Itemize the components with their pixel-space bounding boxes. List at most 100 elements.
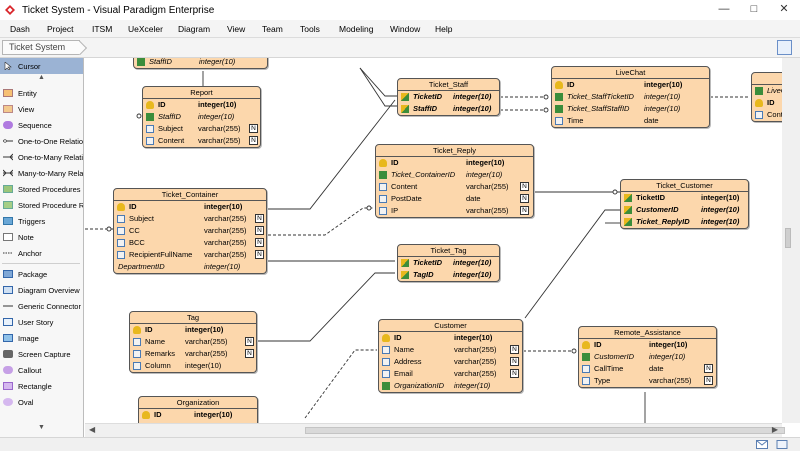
column-ticketid[interactable]: TicketIDinteger(10) [621, 192, 748, 204]
column-cc[interactable]: CCvarchar(255)N [114, 225, 266, 237]
vertical-scroll-thumb[interactable] [785, 228, 791, 248]
entity-livechat[interactable]: LiveChat IDinteger(10) Ticket_StaffTicke… [551, 66, 710, 128]
column-name[interactable]: Namevarchar(255)N [130, 336, 256, 348]
horizontal-scrollbar[interactable]: ◀ ▶ [85, 423, 782, 437]
palette-item-sequence[interactable]: Sequence [0, 117, 84, 133]
column-staffid[interactable]: StaffID integer(10) [134, 58, 267, 68]
scroll-right-icon[interactable]: ▶ [772, 425, 778, 434]
palette-item-rectangle[interactable]: Rectangle [0, 378, 84, 394]
close-button[interactable]: ✕ [776, 2, 792, 16]
diagram-layout-button[interactable] [777, 40, 792, 55]
mail-icon[interactable] [756, 440, 768, 449]
palette-item-oval[interactable]: Oval [0, 394, 84, 410]
column-id[interactable]: IDinteger(10) [579, 339, 716, 351]
column-name[interactable]: Namevarchar(255)N [379, 344, 522, 356]
column-ticket-staffticketid[interactable]: Ticket_StaffTicketIDinteger(10) [552, 91, 709, 103]
scroll-up-icon[interactable]: ▲ [38, 74, 45, 81]
column-id[interactable]: IDinteger(10) [379, 332, 522, 344]
menu-help[interactable]: Help [435, 24, 452, 34]
document-icon[interactable] [776, 440, 788, 449]
palette-item-anchor[interactable]: Anchor [0, 245, 84, 261]
column-id[interactable]: IDinteger(10) [139, 409, 257, 421]
menu-window[interactable]: Window [390, 24, 420, 34]
column-ticket-containerid[interactable]: Ticket_ContainerIDinteger(10) [376, 169, 533, 181]
column-departmentid[interactable]: DepartmentIDinteger(10) [114, 261, 266, 273]
palette-item-image[interactable]: Image [0, 330, 84, 346]
column-subject[interactable]: Subjectvarchar(255)N [114, 213, 266, 225]
entity-report[interactable]: Report IDinteger(10) StaffIDinteger(10) … [142, 86, 261, 148]
column-ticket-replyid[interactable]: Ticket_ReplyIDinteger(10) [621, 216, 748, 228]
entity-ticket-tag[interactable]: Ticket_Tag TicketIDinteger(10) TagIDinte… [397, 244, 500, 282]
entity-ticket-container[interactable]: Ticket_Container IDinteger(10) Subjectva… [113, 188, 267, 274]
entity-staff[interactable]: StaffID integer(10) [133, 58, 268, 69]
palette-item-view[interactable]: View [0, 101, 84, 117]
entity-organization[interactable]: Organization IDinteger(10) [138, 396, 258, 423]
entity-ticket-staff[interactable]: Ticket_Staff TicketIDinteger(10) StaffID… [397, 78, 500, 116]
column-id[interactable]: IDinteger(10) [143, 99, 260, 111]
menu-dash[interactable]: Dash [10, 24, 30, 34]
entity-tag[interactable]: Tag IDinteger(10) Namevarchar(255)N Rema… [129, 311, 257, 373]
column-postdate[interactable]: PostDatedateN [376, 193, 533, 205]
column-customerid[interactable]: CustomerIDinteger(10) [621, 204, 748, 216]
horizontal-scroll-thumb[interactable] [305, 427, 785, 434]
palette-item-cursor[interactable]: Cursor [0, 58, 84, 74]
column-ip[interactable]: IPvarchar(255)N [376, 205, 533, 217]
palette-item-one-to-one[interactable]: One-to-One Relatio [0, 133, 84, 149]
vertical-scrollbar[interactable] [782, 58, 800, 423]
menu-tools[interactable]: Tools [300, 24, 320, 34]
column-id[interactable]: IDinteger(10) [376, 157, 533, 169]
palette-item-diagram-overview[interactable]: Diagram Overview [0, 282, 84, 298]
column-customerid[interactable]: CustomerIDinteger(10) [579, 351, 716, 363]
column-calltime[interactable]: CallTimedateN [579, 363, 716, 375]
column-organizationid[interactable]: OrganizationIDinteger(10) [379, 380, 522, 392]
column-recipientfullname[interactable]: RecipientFullNamevarchar(255)N [114, 249, 266, 261]
menu-uexceler[interactable]: UeXceler [128, 24, 163, 34]
column-id[interactable]: IDinteger(10) [114, 201, 266, 213]
entity-customer[interactable]: Customer IDinteger(10) Namevarchar(255)N… [378, 319, 523, 393]
palette-item-package[interactable]: Package [0, 266, 84, 282]
column-staffid[interactable]: StaffIDinteger(10) [398, 103, 499, 115]
menu-diagram[interactable]: Diagram [178, 24, 210, 34]
minimize-button[interactable]: — [716, 2, 732, 16]
palette-item-many-to-many[interactable]: Many-to-Many Relat [0, 165, 84, 181]
maximize-button[interactable]: □ [746, 2, 762, 16]
column-subject[interactable]: Subjectvarchar(255)N [143, 123, 260, 135]
column-tagid[interactable]: TagIDinteger(10) [398, 269, 499, 281]
column-content[interactable]: Contentvarchar(255)N [376, 181, 533, 193]
palette-item-stored-procedures[interactable]: Stored Procedures [0, 181, 84, 197]
column-staffid[interactable]: StaffIDinteger(10) [143, 111, 260, 123]
column-ticketid[interactable]: TicketIDinteger(10) [398, 257, 499, 269]
diagram-canvas[interactable]: StaffID integer(10) Report IDinteger(10)… [85, 58, 788, 423]
palette-item-callout[interactable]: Callout [0, 362, 84, 378]
palette-item-screen-capture[interactable]: Screen Capture [0, 346, 84, 362]
entity-ticket-reply[interactable]: Ticket_Reply IDinteger(10) Ticket_Contai… [375, 144, 534, 218]
column-email[interactable]: Emailvarchar(255)N [379, 368, 522, 380]
palette-item-stored-procedure-resultset[interactable]: Stored Procedure Re [0, 197, 84, 213]
column-ticketid[interactable]: TicketIDinteger(10) [398, 91, 499, 103]
column-ticket-staffstaffid[interactable]: Ticket_StaffStaffIDinteger(10) [552, 103, 709, 115]
menu-itsm[interactable]: ITSM [92, 24, 112, 34]
column-bcc[interactable]: BCCvarchar(255)N [114, 237, 266, 249]
column-column[interactable]: Columninteger(10) [130, 360, 256, 372]
menu-project[interactable]: Project [47, 24, 73, 34]
entity-ticket-customer[interactable]: Ticket_Customer TicketIDinteger(10) Cust… [620, 179, 749, 229]
palette-item-note[interactable]: Note [0, 229, 84, 245]
breadcrumb[interactable]: Ticket System [2, 40, 80, 55]
menu-view[interactable]: View [227, 24, 245, 34]
column-remarks[interactable]: Remarksvarchar(255)N [130, 348, 256, 360]
palette-item-user-story[interactable]: User Story [0, 314, 84, 330]
scroll-left-icon[interactable]: ◀ [89, 425, 95, 434]
scroll-down-icon[interactable]: ▼ [38, 424, 45, 431]
entity-remote-assistance[interactable]: Remote_Assistance IDinteger(10) Customer… [578, 326, 717, 388]
column-type[interactable]: Typevarchar(255)N [579, 375, 716, 387]
palette-item-one-to-many[interactable]: One-to-Many Relati [0, 149, 84, 165]
menu-team[interactable]: Team [262, 24, 283, 34]
column-id[interactable]: IDinteger(10) [130, 324, 256, 336]
palette-item-entity[interactable]: Entity [0, 85, 84, 101]
column-address[interactable]: Addressvarchar(255)N [379, 356, 522, 368]
column-time[interactable]: Timedate [552, 115, 709, 127]
palette-item-generic-connector[interactable]: Generic Connector [0, 298, 84, 314]
column-content[interactable]: Contentvarchar(255)N [143, 135, 260, 147]
menu-modeling[interactable]: Modeling [339, 24, 374, 34]
palette-item-triggers[interactable]: Triggers [0, 213, 84, 229]
